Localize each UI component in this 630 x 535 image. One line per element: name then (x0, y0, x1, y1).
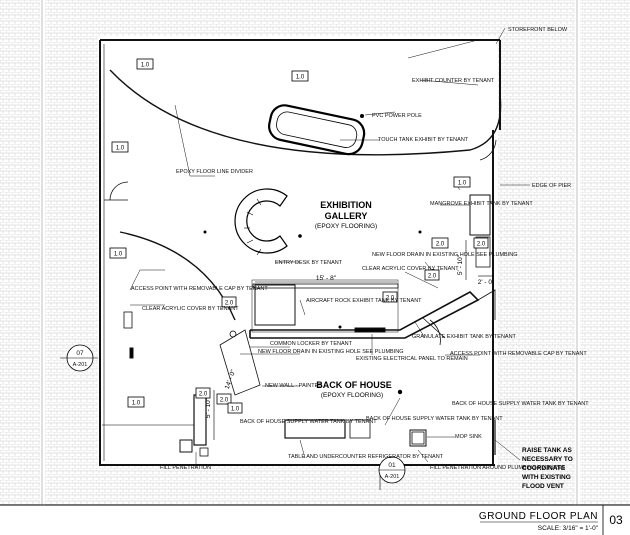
tag-box-label: 1.0 (458, 181, 467, 187)
entry-desk (234, 188, 288, 254)
tag-box-label: 2.0 (428, 274, 437, 280)
annotations: EXHIBIT COUNTER BY TENANT PVC POWER POLE… (131, 27, 589, 471)
raise-note-line: COORDINATE (522, 465, 566, 472)
section-marker-bottom: A-201 (73, 362, 88, 368)
annotation: ENTRY DESK BY TENANT (275, 260, 343, 266)
tag-box-label: 2.0 (436, 242, 445, 248)
annotation: CLEAR ACRYLIC COVER BY TENANT (142, 306, 239, 312)
annotation: BACK OF HOUSE SUPPLY WATER TANK BY TENAN… (240, 419, 377, 425)
raise-note-line: FLOOD VENT (522, 483, 564, 490)
annotation: GRANULATE EXHIBIT TANK BY TENANT (412, 334, 517, 340)
door-swings (104, 139, 497, 396)
annotation: AIRCRAFT ROCK EXHIBIT TANK BY TENANT (306, 298, 422, 304)
sheet-number: 03 (609, 513, 623, 527)
raise-note-line: NECESSARY TO (522, 456, 573, 463)
annotation: EDGE OF PIER (532, 183, 571, 189)
dimension-label: 5' - 10" (457, 254, 464, 275)
pier-hatch (0, 0, 630, 505)
raise-note-line: WITH EXISTING (522, 474, 571, 481)
section-marker-07: 07 A-201 (60, 344, 98, 372)
annotation: EPOXY FLOOR LINE DIVIDER (176, 169, 253, 175)
annotation: ACCESS POINT WITH REMOVABLE CAP BY TENAN… (450, 351, 587, 357)
annotation: NEW WALL - PAINTED (265, 383, 322, 389)
annotation: BACK OF HOUSE SUPPLY WATER TANK BY TENAN… (452, 401, 589, 407)
annotation: EXISTING ELECTRICAL PANEL TO REMAIN (356, 356, 468, 362)
annotation: CLEAR ACRYLIC COVER BY TENANT (362, 266, 459, 272)
raise-note-line: RAISE TANK AS (522, 447, 573, 454)
annotation: MOP SINK (455, 434, 482, 440)
dimension-label: 5' - 10" (205, 397, 212, 418)
outer-walls (99, 39, 501, 466)
tag-box-label: 1.0 (114, 252, 123, 258)
tag-box-label: 2.0 (199, 392, 208, 398)
tag-box-label: 1.0 (116, 146, 125, 152)
annotation: BACK OF HOUSE SUPPLY WATER TANK BY TENAN… (366, 416, 503, 422)
annotation: FILL PENETRATION (160, 465, 211, 471)
annotation: EXHIBIT COUNTER BY TENANT (412, 78, 495, 84)
tag-box-label: 2.0 (386, 296, 395, 302)
back-of-house-walls (123, 194, 496, 457)
annotation: STOREFRONT BELOW (508, 27, 568, 33)
gallery-floor: (EPOXY FLOORING) (315, 223, 377, 230)
annotation: COMMON LOCKER BY TENANT (270, 341, 353, 347)
tag-box-label: 2.0 (225, 301, 234, 307)
tag-boxes (109, 58, 489, 414)
tag-box-label: 1.0 (296, 75, 305, 81)
gallery-name-2: GALLERY (325, 211, 368, 221)
gallery-name: EXHIBITION (320, 200, 372, 210)
tag-box-labels: 1.0 1.0 1.0 1.0 1.0 1.0 2.0 2.0 2.0 2.0 … (114, 63, 486, 413)
title-block: GROUND FLOOR PLAN SCALE: 3/16" = 1'-0" 0… (0, 504, 630, 535)
annotation: NEW FLOOR DRAIN IN EXISTING HOLE SEE PLU… (372, 252, 517, 258)
dimension-label: 15' - 8" (316, 275, 337, 282)
annotation: TOUCH TANK EXHIBIT BY TENANT (378, 137, 469, 143)
touch-tank (268, 104, 366, 156)
raise-tank-note: RAISE TANK AS NECESSARY TO COORDINATE WI… (522, 447, 573, 490)
section-marker-top: 07 (76, 350, 84, 357)
section-marker-bottom: A-201 (385, 474, 400, 480)
tag-box-label: 2.0 (220, 398, 229, 404)
entry-desk-ticks (244, 198, 262, 256)
back-of-house-name: BACK OF HOUSE (316, 380, 392, 390)
tag-box-label: 2.0 (477, 242, 486, 248)
annotation: FILL PENETRATION AROUND PLUMBING FIXTURE… (430, 465, 565, 471)
drawing-scale: SCALE: 3/16" = 1'-0" (538, 525, 599, 532)
annotation: MANGROVE EXHIBIT TANK BY TENANT (430, 201, 533, 207)
tag-box-label: 1.0 (141, 63, 150, 69)
dimension-lines (102, 240, 493, 440)
annotation: ACCESS POINT WITH REMOVABLE CAP BY TENAN… (131, 286, 268, 292)
annotation: TABLE AND UNDERCOUNTER REFRIGERATOR BY T… (288, 454, 444, 460)
tag-box-label: 1.0 (231, 407, 240, 413)
dimension-label: 2' - 0" (478, 279, 495, 286)
annotation: PVC POWER POLE (372, 113, 422, 119)
section-marker-01: 01 A-201 (378, 456, 406, 490)
tag-box-label: 1.0 (132, 401, 141, 407)
back-of-house-floor: (EPOXY FLOORING) (321, 392, 383, 399)
drawing-title: GROUND FLOOR PLAN (479, 511, 598, 522)
section-marker-top: 01 (388, 462, 396, 469)
annotation: NEW FLOOR DRAIN IN EXISTING HOLE SEE PLU… (258, 349, 403, 355)
leader-lines (129, 27, 530, 468)
